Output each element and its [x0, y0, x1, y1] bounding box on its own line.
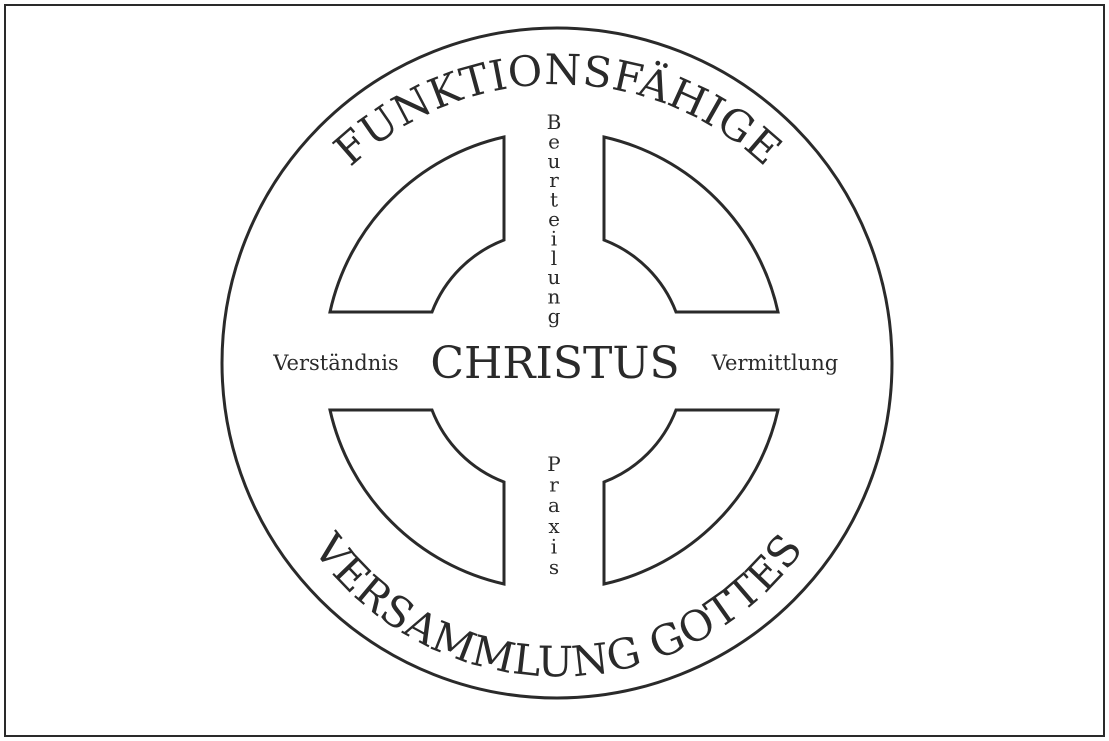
bottom-arc-text: VERSAMMLUNG GOTTES — [303, 524, 812, 687]
quadrant-bottom-left — [328, 408, 506, 586]
vertical-letter: P — [547, 452, 560, 476]
outer-circle — [220, 26, 894, 700]
left-label: Verständnis — [272, 351, 398, 375]
vertical-letter: r — [549, 473, 559, 497]
bottom-arc-label: VERSAMMLUNG GOTTES — [303, 524, 811, 687]
quadrant-top-right — [602, 135, 780, 314]
vertical-letter: r — [549, 168, 559, 192]
vertical-letter: x — [548, 514, 560, 538]
vertical-letter: e — [548, 129, 560, 153]
vertical-letter: B — [547, 110, 562, 134]
vertical-letter: n — [548, 285, 561, 309]
vertical-letter: l — [551, 246, 557, 270]
outer-frame — [4, 4, 1105, 737]
quadrant-bottom-right — [602, 408, 780, 586]
vertical-letter: u — [548, 149, 561, 173]
vertical-letter: i — [551, 226, 557, 250]
vertical-letter: t — [550, 188, 558, 212]
vertical-letter: u — [548, 265, 561, 289]
right-label: Vermittlung — [711, 351, 838, 375]
vertical-letter: g — [548, 304, 561, 328]
vertical-letter: e — [548, 207, 560, 231]
vertical-letter: a — [548, 493, 560, 517]
vertical-letter: s — [549, 555, 559, 579]
quadrant-top-left — [328, 135, 506, 314]
center-label: CHRISTUS — [430, 338, 679, 389]
vertical-letter: i — [551, 534, 557, 558]
